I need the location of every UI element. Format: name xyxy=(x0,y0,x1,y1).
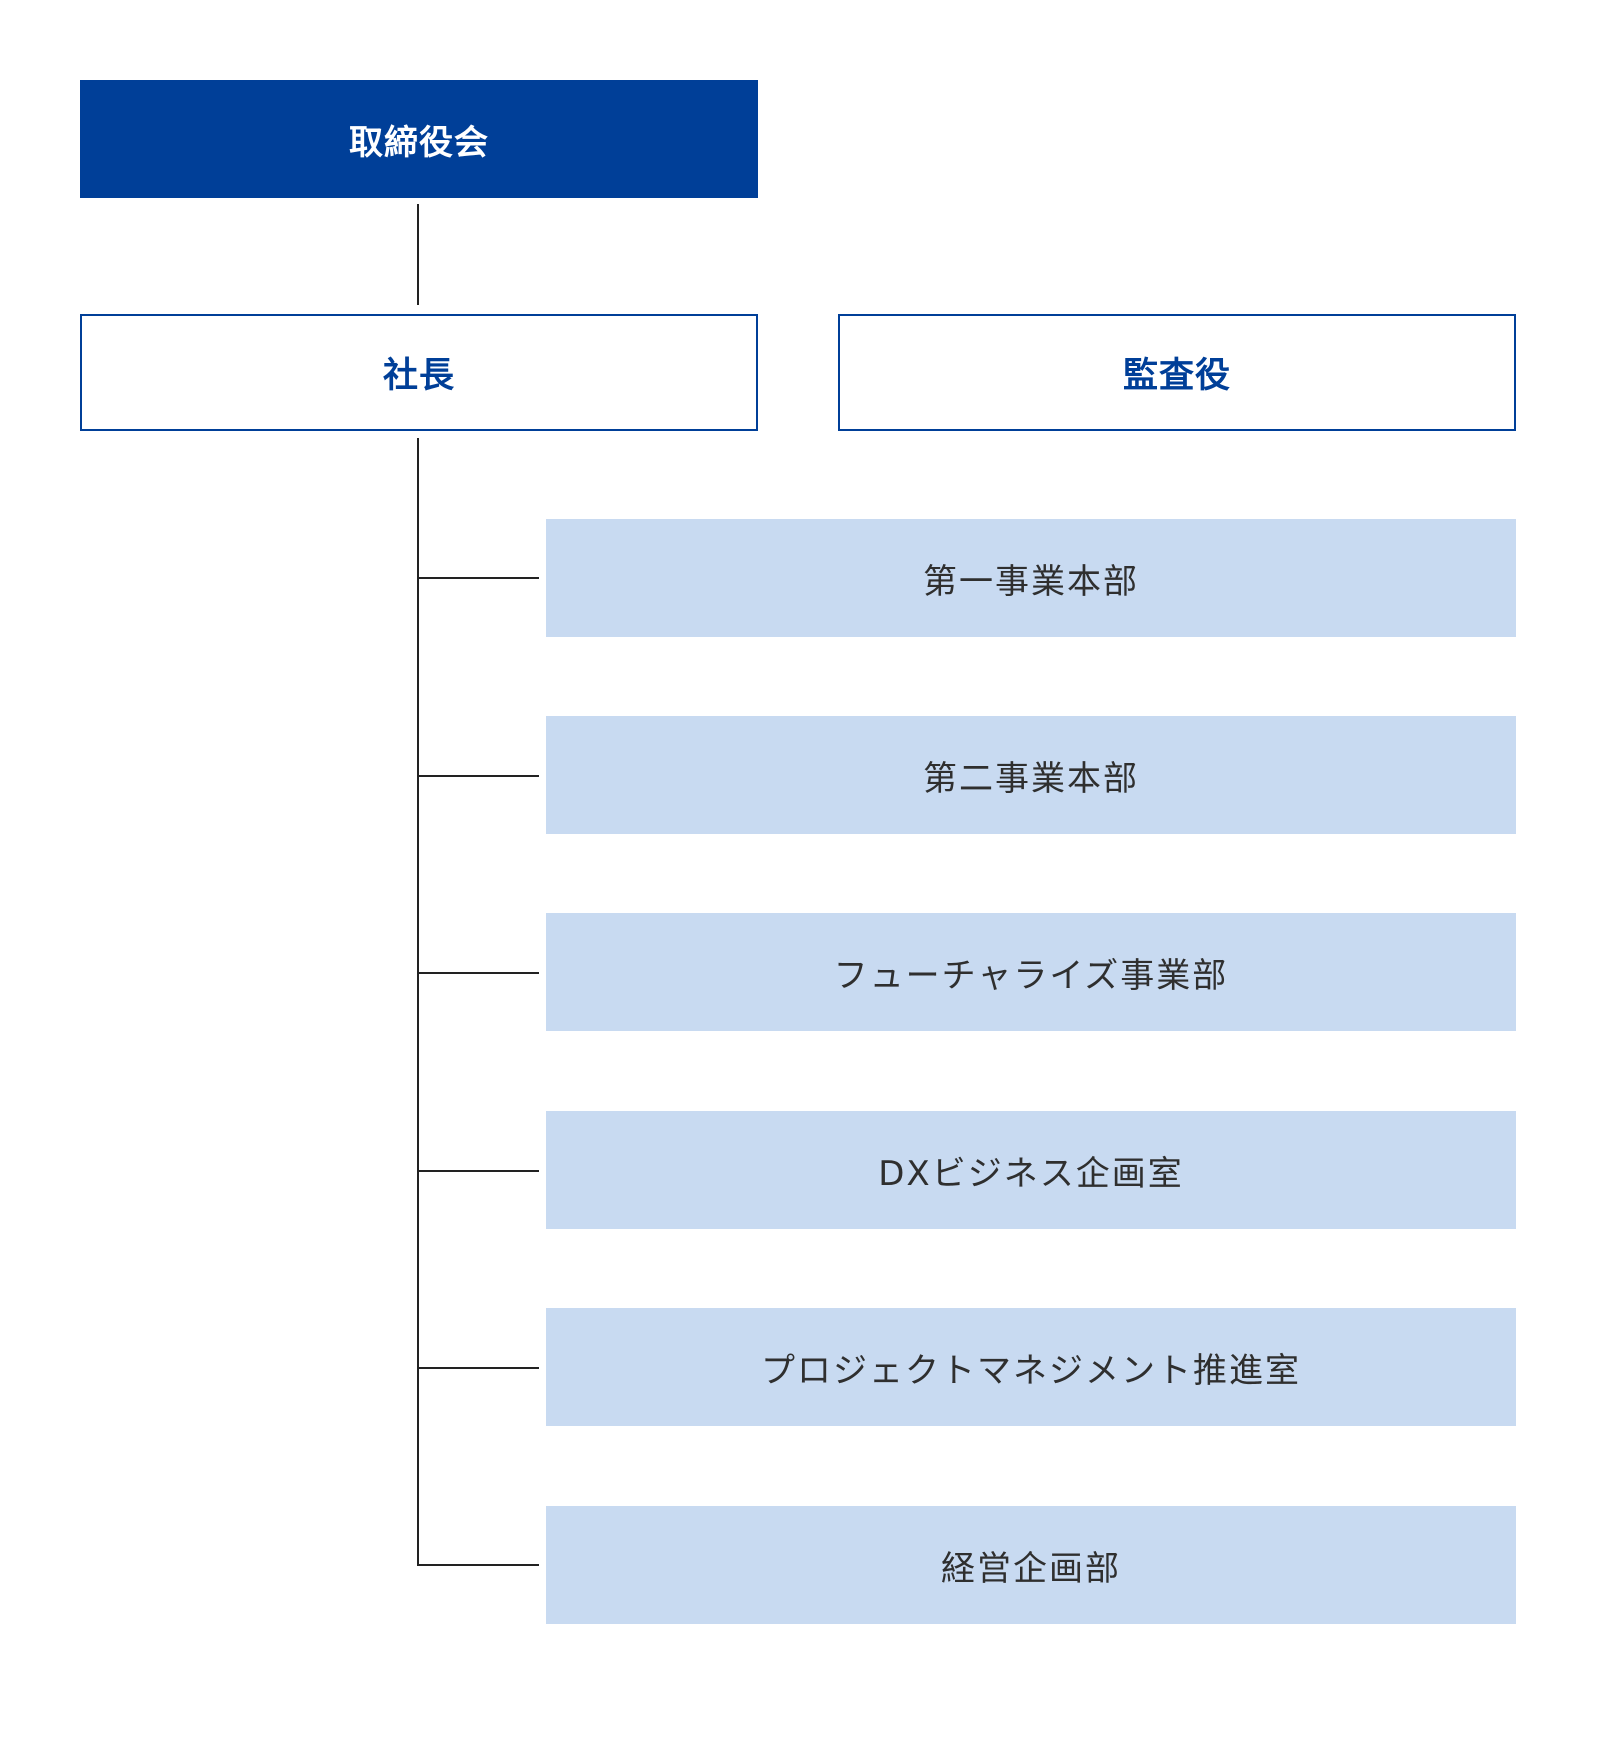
auditor-box: 監査役 xyxy=(838,314,1516,431)
department-connector xyxy=(417,972,539,974)
department-box-dx-business-planning: DXビジネス企画室 xyxy=(546,1111,1516,1229)
department-box-project-management-promotion: プロジェクトマネジメント推進室 xyxy=(546,1308,1516,1426)
board-to-president-connector xyxy=(417,204,419,305)
department-box-second-business-division: 第二事業本部 xyxy=(546,716,1516,834)
president-box: 社長 xyxy=(80,314,758,431)
department-connector xyxy=(417,1564,539,1566)
department-connector xyxy=(417,1367,539,1369)
department-connector xyxy=(417,1170,539,1172)
department-box-corporate-planning: 経営企画部 xyxy=(546,1506,1516,1624)
president-to-departments-trunk xyxy=(417,438,419,1565)
department-connector xyxy=(417,775,539,777)
department-box-futurize-division: フューチャライズ事業部 xyxy=(546,913,1516,1031)
board-of-directors-box: 取締役会 xyxy=(80,80,758,198)
department-connector xyxy=(417,577,539,579)
department-box-first-business-division: 第一事業本部 xyxy=(546,519,1516,637)
